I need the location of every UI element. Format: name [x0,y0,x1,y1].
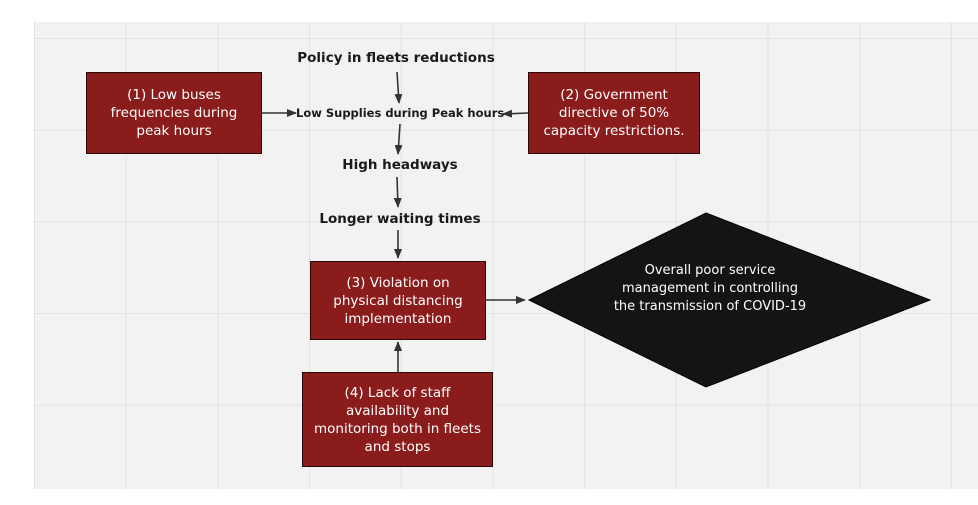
box-violation-distancing: (3) Violation on physical distancing imp… [310,261,486,340]
outcome-text: Overall poor service management in contr… [613,263,807,314]
arrow-box2-to-supplies [502,109,529,118]
label-low-supplies: Low Supplies during Peak hours [296,106,505,120]
arrow-headways-to-waiting [393,176,402,208]
arrow-supplies-to-headways [394,123,403,155]
box-lack-of-staff: (4) Lack of staff availability and monit… [302,372,493,467]
label-policy: Policy in fleets reductions [297,50,495,66]
label-high-headways: High headways [342,157,458,173]
box-government-directive: (2) Government directive of 50% capacity… [528,72,700,154]
outcome-diamond [527,212,932,388]
arrow-policy-to-supplies [394,71,403,104]
label-longer-waiting: Longer waiting times [319,211,481,227]
box-low-bus-frequencies: (1) Low buses frequencies during peak ho… [86,72,262,154]
